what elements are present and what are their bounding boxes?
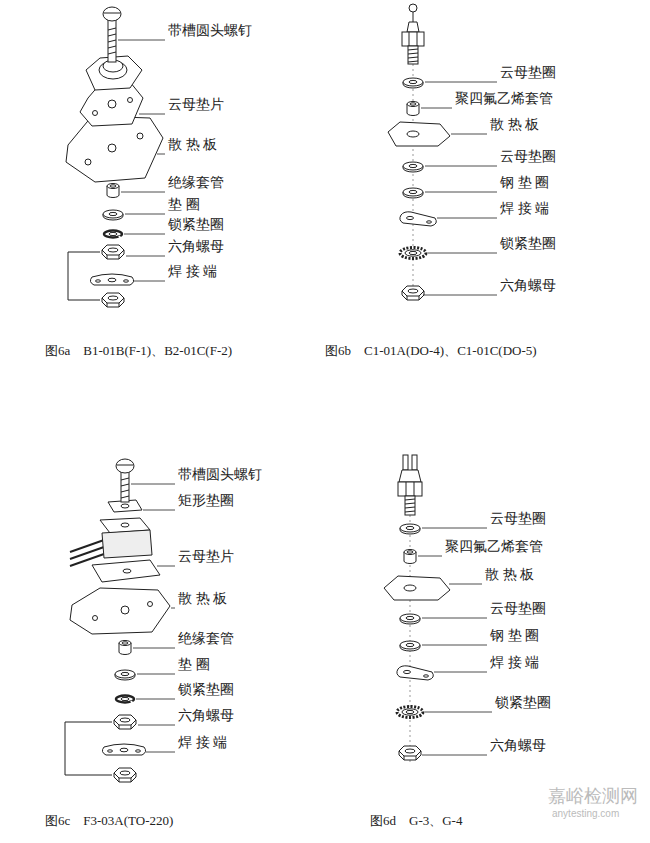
figure-6c-parts: [65, 459, 170, 782]
part-label: 焊 接 端: [168, 263, 217, 280]
part-label: 钢 垫 圈: [490, 627, 539, 644]
figure-6a-parts: [66, 7, 163, 307]
part-label: 散 热 板: [485, 566, 534, 583]
part-label: 云母垫圈: [500, 148, 556, 165]
figure-caption: 图6b C1-01A(DO-4)、C1-01C(DO-5): [325, 342, 537, 359]
part-label: 焊 接 端: [178, 734, 227, 751]
part-label: 锁紧垫圈: [495, 694, 551, 711]
part-label: 云母垫圈: [490, 510, 546, 527]
part-label: 锁紧垫圈: [178, 681, 234, 698]
part-label: 云母垫片: [178, 548, 234, 565]
part-label: 锁紧垫圈: [168, 216, 224, 233]
part-label: 绝缘套管: [168, 174, 224, 191]
part-label: 带槽圆头螺钉: [178, 466, 262, 483]
watermark: 嘉峪检测网: [548, 786, 638, 806]
part-label: 钢 垫 圈: [500, 174, 549, 191]
figure-caption: 图6c F3-03A(TO-220): [45, 812, 173, 829]
part-label: 散 热 板: [178, 590, 227, 607]
part-label: 云母垫圈: [490, 600, 546, 617]
figure-6b-parts: [388, 4, 450, 300]
part-label: 云母垫片: [168, 96, 224, 113]
part-label: 垫 圈: [168, 196, 200, 213]
watermark: anytesting.com: [552, 808, 619, 820]
part-label: 六角螺母: [168, 238, 224, 255]
part-label: 焊 接 端: [490, 654, 539, 671]
figure-caption: 图6a B1-01B(F-1)、B2-01C(F-2): [45, 342, 232, 359]
part-label: 散 热 板: [490, 116, 539, 133]
part-label: 云母垫圈: [500, 64, 556, 81]
part-label: 六角螺母: [500, 277, 556, 294]
part-label: 焊 接 端: [500, 200, 549, 217]
figure-caption: 图6d G-3、G-4: [370, 812, 462, 829]
figure-6d-parts: [384, 455, 450, 765]
part-label: 绝缘套管: [178, 630, 234, 647]
part-label: 六角螺母: [178, 707, 234, 724]
part-label: 聚四氟乙烯套管: [455, 90, 553, 107]
part-label: 聚四氟乙烯套管: [445, 538, 543, 555]
part-label: 垫 圈: [178, 656, 210, 673]
part-label: 带槽圆头螺钉: [168, 22, 252, 39]
part-label: 六角螺母: [490, 737, 546, 754]
part-label: 矩形垫圈: [178, 492, 234, 509]
leader-lines: [118, 40, 497, 755]
part-label: 锁紧垫圈: [500, 235, 556, 252]
part-label: 散 热 板: [168, 136, 217, 153]
